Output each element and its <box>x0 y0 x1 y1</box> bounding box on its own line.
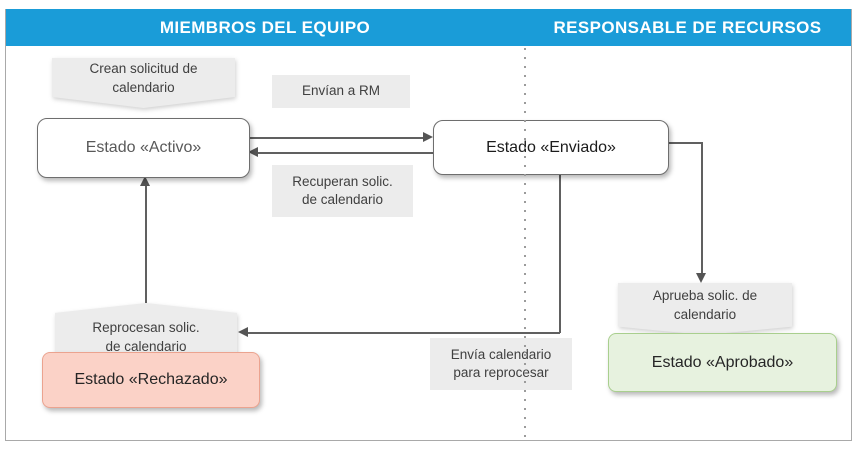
action-label-text: Crean solicitud de <box>89 61 198 77</box>
action-label-text: Envían a RM <box>301 83 381 99</box>
action-label-text: Recuperan solic. <box>292 173 393 189</box>
action-label-crean-solicitud: Crean solicitud de calendario <box>52 58 235 108</box>
edge-activo-to-enviado-line <box>249 137 423 139</box>
action-label-envian-a-rm: Envían a RM <box>272 75 410 108</box>
action-label-text: Envía calendario <box>450 346 552 362</box>
edge-enviado-to-aprobado-line-v <box>701 142 703 275</box>
action-label-aprueba-solicitud: Aprueba solic. de calendario <box>618 283 792 335</box>
state-node-activo: Estado «Activo» <box>37 118 250 178</box>
lane-title-team: MIEMBROS DEL EQUIPO <box>159 18 371 37</box>
lane-divider-dotted-line <box>524 48 526 439</box>
arrowhead-left-icon <box>238 327 248 337</box>
state-node-rechazado: Estado «Rechazado» <box>42 352 260 408</box>
arrowhead-right-icon <box>423 132 433 142</box>
lane-header-bar <box>6 9 851 46</box>
action-label-text: de calendario <box>105 338 187 354</box>
edge-rechazado-to-activo-line <box>145 186 147 303</box>
action-label-text: calendario <box>112 79 175 95</box>
action-label-recuperan-solicitud: Recuperan solic. de calendario <box>272 165 413 217</box>
edge-enviado-to-aprobado-line-h <box>668 142 702 144</box>
action-label-text: calendario <box>673 306 737 322</box>
edge-enviado-to-rechazado-line-v <box>559 174 561 333</box>
state-node-aprobado: Estado «Aprobado» <box>608 333 837 392</box>
arrowhead-down-icon <box>696 273 706 283</box>
edge-enviado-to-activo-line <box>258 152 433 154</box>
arrowhead-up-icon <box>140 176 150 186</box>
arrowhead-left-icon <box>248 147 258 157</box>
lane-title-resource-manager: RESPONSABLE DE RECURSOS <box>553 18 822 37</box>
action-label-text: Reprocesan solic. <box>92 320 200 336</box>
action-label-envia-para-reprocesar: Envía calendario para reprocesar <box>430 338 572 390</box>
state-node-enviado: Estado «Enviado» <box>433 120 669 175</box>
action-label-reprocesan-solicitud: Reprocesan solic. de calendario <box>55 303 237 361</box>
action-label-text: de calendario <box>301 192 384 207</box>
action-label-text: para reprocesar <box>453 365 549 380</box>
edge-enviado-to-rechazado-line-h <box>248 332 560 334</box>
action-label-text: Aprueba solic. de <box>652 288 758 304</box>
